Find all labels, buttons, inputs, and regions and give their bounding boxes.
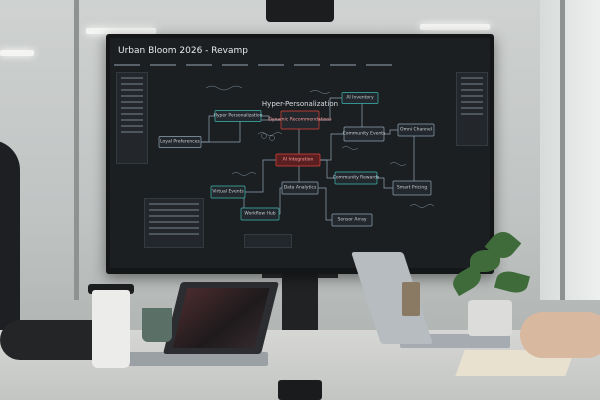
diagram-marker [261,133,267,139]
diagram-node [210,185,246,199]
diagram-connector [180,119,300,143]
zoom-toolbar [244,234,292,248]
coffee-cup-lid [88,284,134,294]
diagram-connector [412,129,416,189]
handwritten-note [309,90,331,94]
diagram-node [158,136,202,148]
diagram-node [240,207,280,221]
diagram-node-label: Community Events [342,131,386,137]
phone-icon [278,380,322,400]
diagram-node [331,213,373,227]
diagram-node-label: Community Rewards [332,175,380,181]
handwritten-note [341,146,359,150]
diagram-node-label: AI Integration [282,157,314,163]
diagram-node [392,180,432,196]
diagram-node-label: Hyper Personalization [213,113,263,119]
glass-partition-frame [74,0,79,300]
laptop-left-screen [172,288,270,348]
laptop-left [163,282,279,354]
diagram-node-label: Virtual Events [212,189,244,195]
diagram-node [343,126,385,142]
diagram-node-label: Omni Channel [400,127,432,133]
left-tool-panel [116,72,148,164]
projector-icon [266,0,334,22]
window [540,0,600,300]
diagram-node-label: Loyal Preferences [160,139,200,145]
diagram-node [341,92,379,104]
handwritten-note [409,204,435,208]
ceiling-light [420,24,490,30]
handwritten-note [231,172,257,176]
flow-diagram [158,85,435,227]
diagram-nodes [158,92,435,227]
laptop-left-keyboard [128,352,268,366]
diagram-node-label: Smart Pricing [396,185,428,191]
diagram-node [214,110,262,122]
diagram-node-label: AI Inventory [346,95,374,101]
monitor-screen: Urban Bloom 2026 - Revamp [110,38,490,268]
coffee-cup-icon [92,290,130,368]
ceiling-light [86,28,156,34]
mug-icon [142,308,172,342]
diagram-marker [269,135,275,141]
person-left [0,140,20,340]
handwritten-note [389,162,407,166]
diagram-node-label: Workflow Hub [244,211,276,217]
person-right-hand [520,312,600,358]
diagram-node-label: Dynamic Recommendations [268,117,332,123]
handwritten-notes [205,85,435,208]
app-menubar [114,62,486,68]
diagram-node [397,123,435,137]
ceiling-light [0,50,34,56]
plant-icon [470,250,500,272]
handwritten-note [257,132,283,136]
right-properties-panel [456,72,488,146]
display-monitor: Urban Bloom 2026 - Revamp [106,34,494,274]
glass-partition-frame [560,0,565,300]
layers-panel [144,198,204,248]
diagram-node [275,153,321,167]
screen-title: Urban Bloom 2026 - Revamp [118,46,248,56]
display-stand [282,270,318,334]
diagram-title: Hyper-Personalization [261,100,339,108]
handwritten-note [205,85,243,91]
diagram-node [281,181,319,195]
pen-holder [402,282,420,316]
diagram-node-label: Sensor Array [337,217,367,223]
diagram-node [334,171,378,185]
diagram-node [280,110,320,130]
plant-pot [468,300,512,336]
diagram-node-label: Data Analytics [283,185,317,191]
